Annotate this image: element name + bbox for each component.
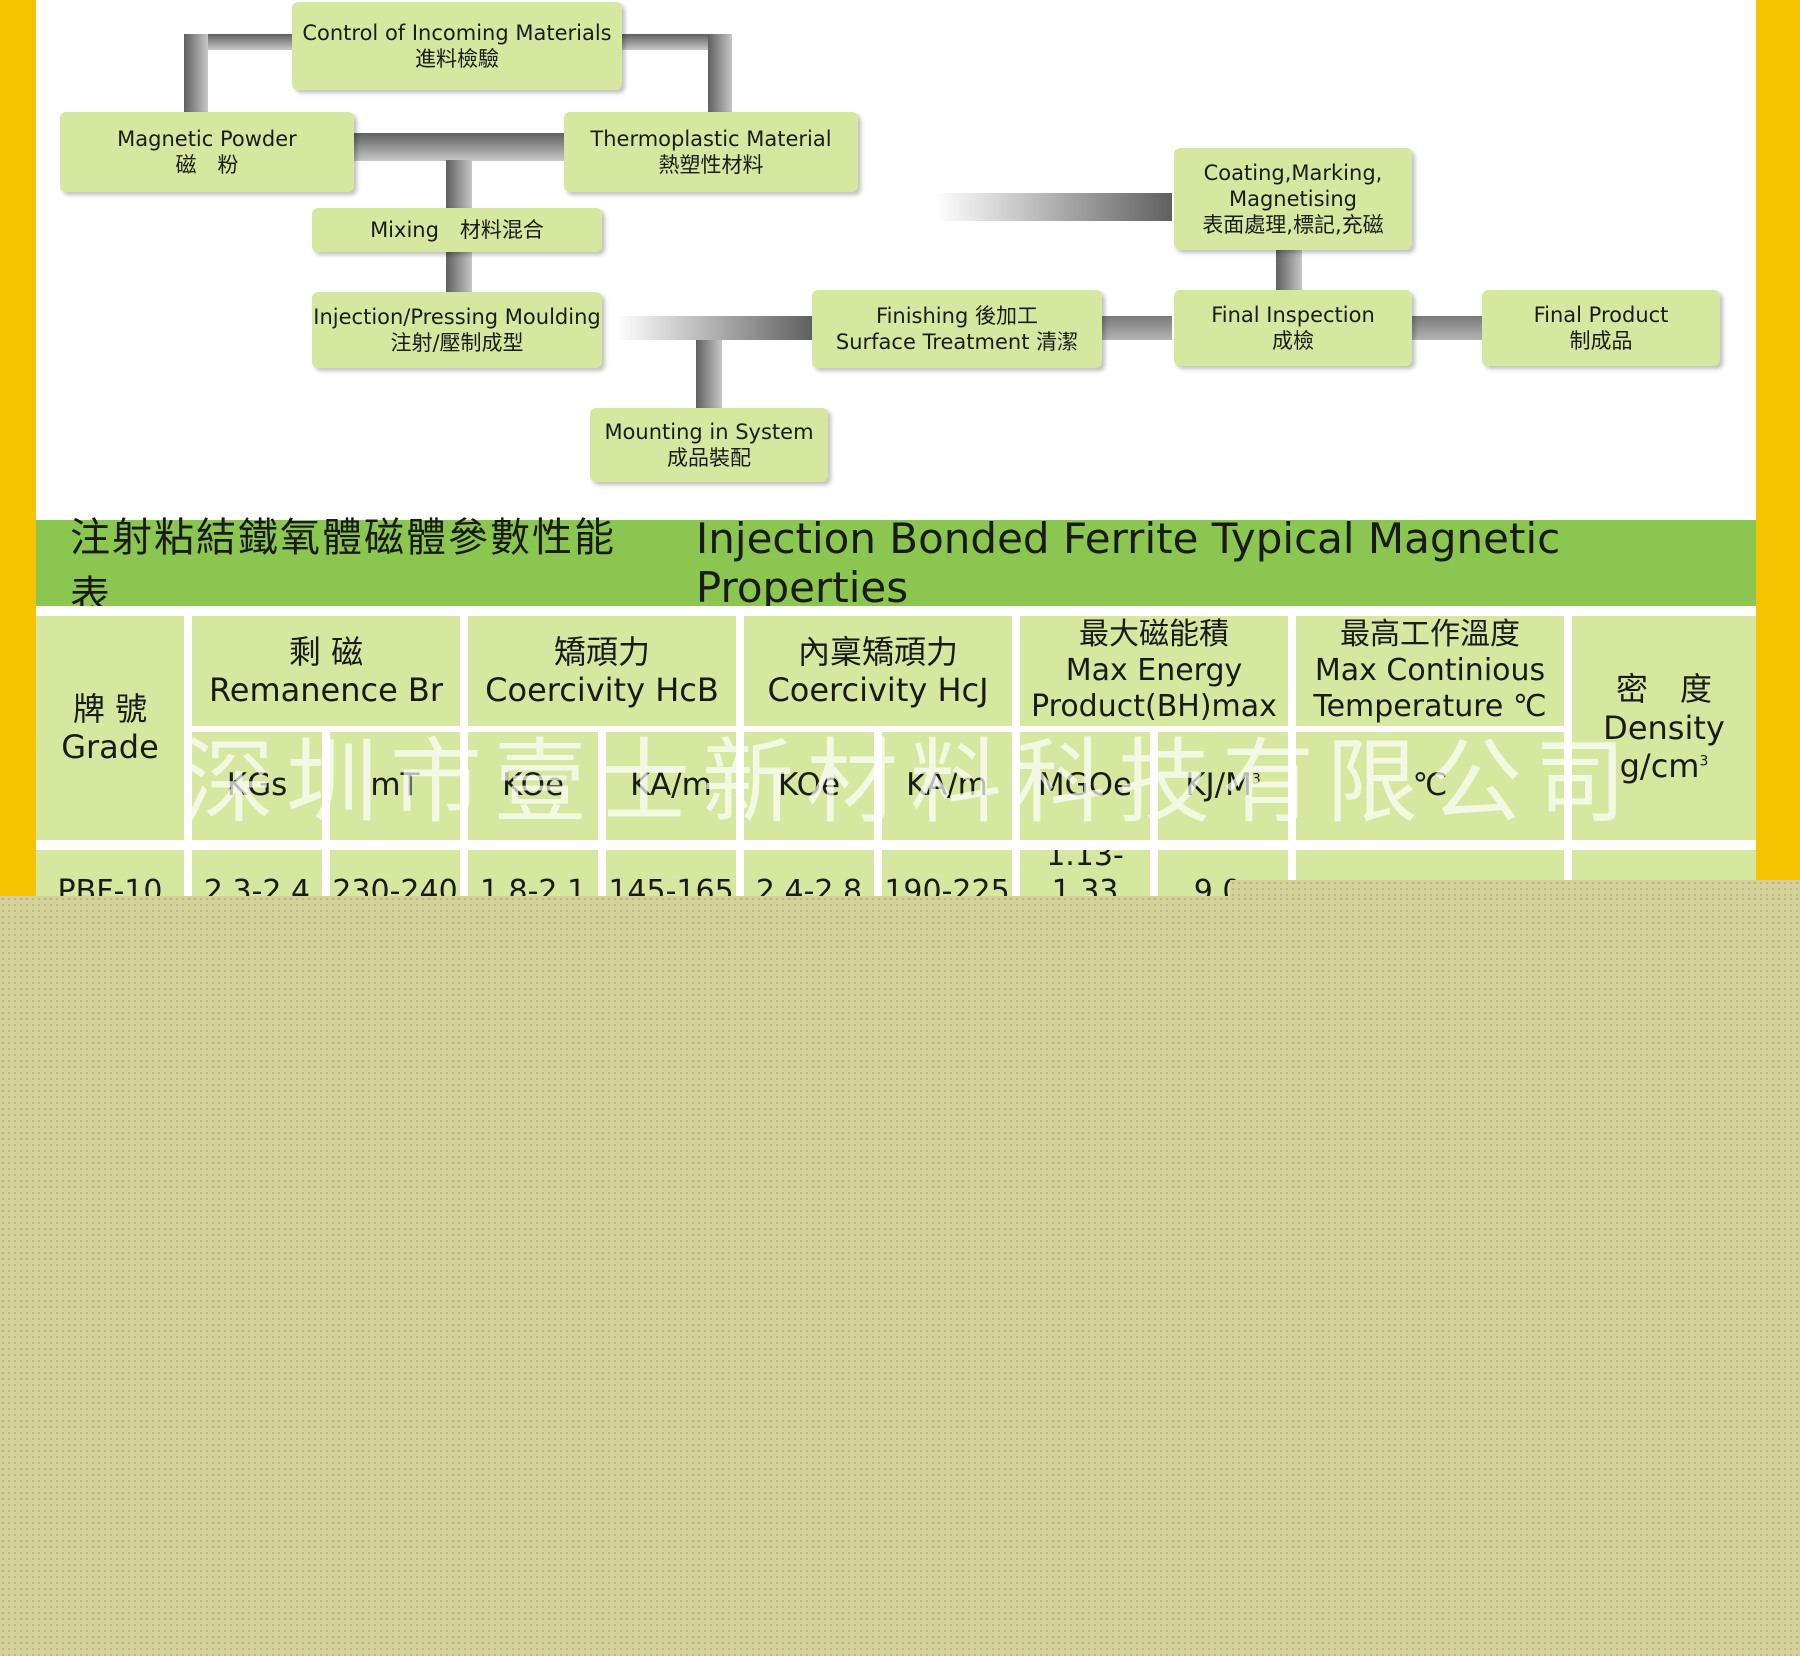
connector [1102, 316, 1172, 340]
unit-koe: KOe [744, 732, 874, 840]
connector [1410, 316, 1482, 340]
node-line3: 表面處理,標記,充磁 [1202, 213, 1384, 238]
unit-kgs: KGs [192, 732, 322, 840]
connector [184, 34, 298, 50]
header-remanence: 剩 磁 Remanence Br [192, 616, 460, 726]
connector [184, 34, 208, 114]
title-chinese: 注射粘結鐵氧體磁體參數性能表 [70, 515, 616, 619]
unit-kjm: KJ/M3 [1158, 732, 1288, 840]
header-zh: 內稟矯頑力 [797, 632, 958, 671]
node-zh-label: 成檢 [1272, 329, 1314, 353]
header-density: 密 度 Density g/cm3 [1572, 616, 1756, 840]
connector [1276, 250, 1302, 292]
node-en-label: Final Product [1533, 302, 1669, 327]
node-magnetic-powder: Magnetic Powder 磁 粉 [60, 112, 354, 192]
node-zh-label: 進料檢驗 [415, 47, 499, 71]
header-en-line2: Temperature ℃ [1313, 689, 1547, 724]
header-coercivity-hcj: 內稟矯頑力 Coercivity HcJ [744, 616, 1012, 726]
header-zh: 剩 磁 [288, 632, 364, 671]
unit-kam: KA/m [606, 732, 736, 840]
node-en-label: Mounting in System [604, 419, 814, 444]
header-en-line1: Max Continious [1314, 653, 1546, 688]
unit-mgoe: MGOe [1020, 732, 1150, 840]
node-mounting: Mounting in System 成品裝配 [590, 408, 828, 482]
unit-kam: KA/m [882, 732, 1012, 840]
node-coating: Coating,Marking, Magnetising 表面處理,標記,充磁 [1174, 148, 1412, 250]
left-yellow-border [0, 0, 36, 900]
connector [354, 133, 564, 161]
node-final-product: Final Product 制成品 [1482, 290, 1720, 366]
header-coercivity-hcb: 矯頑力 Coercivity HcB [468, 616, 736, 726]
node-incoming-materials: Control of Incoming Materials 進料檢驗 [292, 2, 622, 90]
process-flowchart: Control of Incoming Materials 進料檢驗 Magne… [36, 0, 1756, 520]
node-line2: Surface Treatment 清潔 [835, 330, 1079, 354]
connector [616, 316, 812, 340]
header-en: Grade [61, 728, 159, 766]
node-label: Mixing 材料混合 [370, 217, 544, 242]
connector [446, 160, 472, 210]
header-max-temperature: 最高工作溫度 Max Continious Temperature ℃ [1296, 616, 1564, 726]
node-finishing: Finishing 後加工 Surface Treatment 清潔 [812, 290, 1102, 368]
node-line1: Finishing 後加工 [876, 303, 1038, 328]
properties-title-bar: 注射粘結鐵氧體磁體參數性能表 Injection Bonded Ferrite … [36, 514, 1756, 619]
title-english: Injection Bonded Ferrite Typical Magneti… [695, 514, 1561, 612]
node-en-label: Injection/Pressing Moulding [313, 304, 601, 329]
connector [620, 34, 732, 50]
node-injection-moulding: Injection/Pressing Moulding 注射/壓制成型 [312, 292, 602, 368]
textured-panel-edge [1230, 880, 1800, 900]
node-mixing: Mixing 材料混合 [312, 208, 602, 252]
header-zh: 最高工作溫度 [1340, 617, 1520, 652]
header-en: Remanence Br [208, 671, 444, 709]
header-zh: 矯頑力 [553, 632, 650, 671]
node-zh-label: 制成品 [1569, 329, 1633, 353]
connector [708, 34, 732, 114]
header-zh: 最大磁能積 [1079, 617, 1229, 652]
header-bhmax: 最大磁能積 Max Energy Product(BH)max [1020, 616, 1288, 726]
unit-mt: mT [330, 732, 460, 840]
node-zh-label: 注射/壓制成型 [390, 331, 524, 355]
node-line1: Coating,Marking, [1203, 160, 1383, 185]
header-en: Coercivity HcJ [767, 671, 989, 709]
header-grade: 牌 號 Grade [36, 616, 184, 840]
textured-background-panel [0, 896, 1800, 1656]
node-thermoplastic-material: Thermoplastic Material 熱塑性材料 [564, 112, 858, 192]
node-line2: Magnetising [1228, 186, 1358, 211]
node-zh-label: 磁 粉 [175, 153, 239, 177]
unit-celsius: ℃ [1296, 732, 1564, 840]
node-en-label: Final Inspection [1211, 302, 1375, 327]
header-en-line2: Product(BH)max [1031, 689, 1277, 724]
connector [446, 250, 472, 295]
header-unit: g/cm3 [1619, 747, 1709, 786]
header-zh: 牌 號 [72, 689, 148, 728]
node-en-label: Thermoplastic Material [590, 126, 832, 151]
node-zh-label: 成品裝配 [667, 446, 751, 470]
header-en-line1: Max Energy [1065, 653, 1243, 688]
node-zh-label: 熱塑性材料 [658, 153, 764, 177]
header-en: Coercivity HcB [485, 671, 719, 709]
header-en: Density [1603, 708, 1725, 747]
connector [936, 193, 1172, 221]
node-en-label: Control of Incoming Materials [302, 20, 612, 45]
node-en-label: Magnetic Powder [117, 126, 297, 151]
company-watermark: 深圳市壹士新材料科技有限公司 [181, 729, 1638, 836]
node-final-inspection: Final Inspection 成檢 [1174, 290, 1412, 366]
connector [696, 340, 722, 410]
right-yellow-border [1756, 0, 1800, 900]
header-zh: 密 度 [1615, 670, 1712, 709]
unit-koe: KOe [468, 732, 598, 840]
